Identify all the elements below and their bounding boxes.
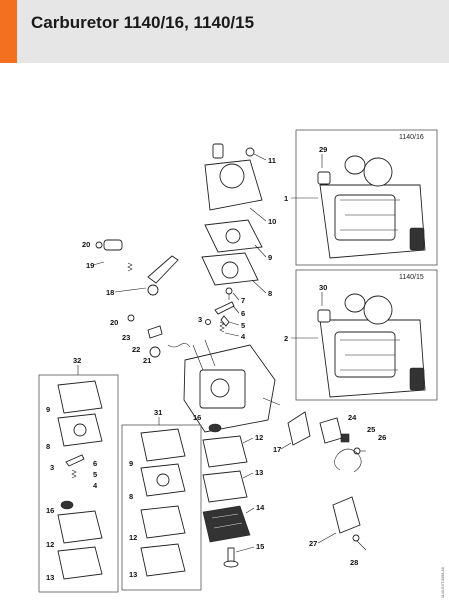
part-24: [319, 417, 343, 444]
kit-32-callout-8: 8: [46, 442, 50, 451]
callout-28: 28: [350, 558, 358, 567]
callout-17: 17: [273, 445, 281, 454]
kit-callout-31: 31: [154, 408, 162, 417]
callout-30: 30: [319, 283, 327, 292]
callout-7: 7: [241, 296, 245, 305]
diaphragm-gasket: [201, 252, 259, 286]
callout-26: 26: [378, 433, 386, 442]
spring-4: [219, 321, 225, 333]
header-accent-bar: [0, 0, 17, 63]
kit-32-box: 32 9 8 3 6 5 4 16 12 13: [38, 356, 119, 593]
carburetor-assembly-illustration: [317, 293, 426, 398]
callout-4: 4: [241, 332, 246, 341]
filter-16: [208, 423, 222, 433]
callout-22: 22: [132, 345, 140, 354]
kit-31-callout-12: 12: [129, 533, 137, 542]
throttle-lever-17: [287, 411, 311, 446]
lower-gasket-13: [202, 470, 248, 503]
kit-31-callout-8: 8: [129, 492, 133, 501]
cable-28: [352, 534, 367, 551]
callout-8: 8: [268, 289, 272, 298]
kit-32-callout-3: 3: [50, 463, 54, 472]
throttle-parts: [127, 314, 191, 358]
callout-27: 27: [309, 539, 317, 548]
carburetor-assembly-illustration: [317, 155, 426, 259]
callout-16: 16: [193, 413, 201, 422]
callout-19: 19: [86, 261, 94, 270]
screw-3: [205, 319, 211, 325]
kit-callout-32: 32: [73, 356, 81, 365]
kit-32-callout-13: 13: [46, 573, 54, 582]
callout-20: 20: [82, 240, 90, 249]
lever-6: [214, 301, 235, 315]
callout-10: 10: [268, 217, 276, 226]
kit-31-box: 31 9 8 12 13: [121, 408, 202, 591]
callout-1: 1: [284, 194, 288, 203]
page-title: Carburetor 1140/16, 1140/15: [31, 13, 255, 32]
callout-24: 24: [348, 413, 357, 422]
callout-3: 3: [198, 315, 202, 324]
callout-11: 11: [268, 156, 276, 165]
callout-25: 25: [367, 425, 375, 434]
kit-32-callout-12: 12: [46, 540, 54, 549]
callout-9: 9: [268, 253, 272, 262]
variant-model-label: 1140/16: [399, 134, 424, 141]
callout-14: 14: [256, 503, 265, 512]
callout-20b: 20: [110, 318, 118, 327]
choke-lever-18: [127, 255, 179, 296]
callout-6: 6: [241, 309, 245, 318]
metering-gasket: [204, 219, 263, 253]
wire-harness-27: [332, 448, 362, 534]
callout-21: 21: [143, 356, 151, 365]
kit-32-callout-9: 9: [46, 405, 50, 414]
callout-13: 13: [255, 468, 263, 477]
callout-23: 23: [122, 333, 130, 342]
carburetor-body-top: [204, 143, 263, 211]
screw-7: [225, 287, 233, 300]
kit-32-callout-16: 16: [46, 506, 54, 515]
lower-gasket-12: [202, 435, 248, 468]
callout-2: 2: [284, 334, 288, 343]
choke-shaft-assembly: [95, 239, 123, 251]
carburetor-main-body: [183, 339, 281, 433]
screw-15: [223, 547, 239, 568]
callout-12: 12: [255, 433, 263, 442]
variant-box-1140-16: 1140/16 29: [295, 129, 438, 266]
callout-5: 5: [241, 321, 245, 330]
kit-32-callout-6: 6: [93, 459, 97, 468]
kit-32-callout-4: 4: [93, 481, 98, 490]
page-header: Carburetor 1140/16, 1140/15: [0, 0, 449, 63]
kit-31-callout-9: 9: [129, 459, 133, 468]
callout-29: 29: [319, 145, 327, 154]
callout-15: 15: [256, 542, 264, 551]
kit-31-callout-13: 13: [129, 570, 137, 579]
callout-18: 18: [106, 288, 114, 297]
kit-32-callout-5: 5: [93, 470, 97, 479]
variant-model-label: 1140/15: [399, 274, 424, 281]
pump-plate-14: [202, 505, 251, 543]
needle-5: [220, 315, 230, 327]
variant-box-1140-15: 1140/15 30: [295, 269, 438, 401]
exploded-parts-diagram: 1140/16 29 1 1140/15 30 2: [38, 129, 445, 598]
part-25: [340, 433, 350, 443]
document-number: 1140-GVT-0059-A0: [441, 567, 445, 598]
screw-26: [353, 447, 366, 455]
